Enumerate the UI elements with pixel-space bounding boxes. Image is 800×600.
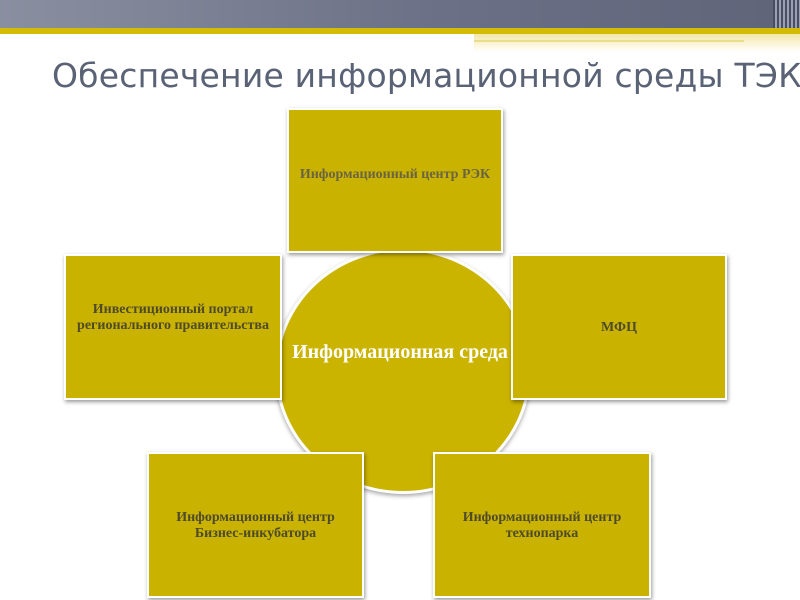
node-bottom-left: Информационный центр Бизнес-инкубатора bbox=[147, 452, 364, 598]
node-bottom-right-label: Информационный центр технопарка bbox=[462, 510, 622, 541]
node-bottom-left-label: Информационный центр Бизнес-инкубатора bbox=[176, 510, 335, 541]
header-accent-line bbox=[0, 28, 800, 34]
header-bar bbox=[0, 0, 800, 28]
center-label: Информационная среда bbox=[292, 341, 508, 363]
node-right-label: МФЦ bbox=[601, 320, 637, 335]
node-right: МФЦ bbox=[511, 254, 727, 400]
node-left-label: Инвестиционный портал регионального прав… bbox=[77, 302, 269, 333]
header-accent-thin-line bbox=[474, 40, 744, 42]
node-top-label: Информационный центр РЭК bbox=[299, 167, 491, 182]
header-accent-band bbox=[474, 34, 800, 52]
node-top: Информационный центр РЭК bbox=[287, 108, 503, 253]
node-bottom-right: Информационный центр технопарка bbox=[433, 452, 651, 598]
header-stripes bbox=[773, 0, 800, 28]
page-title: Обеспечение информационной среды ТЭК bbox=[52, 56, 800, 95]
node-left: Инвестиционный портал регионального прав… bbox=[64, 254, 282, 400]
